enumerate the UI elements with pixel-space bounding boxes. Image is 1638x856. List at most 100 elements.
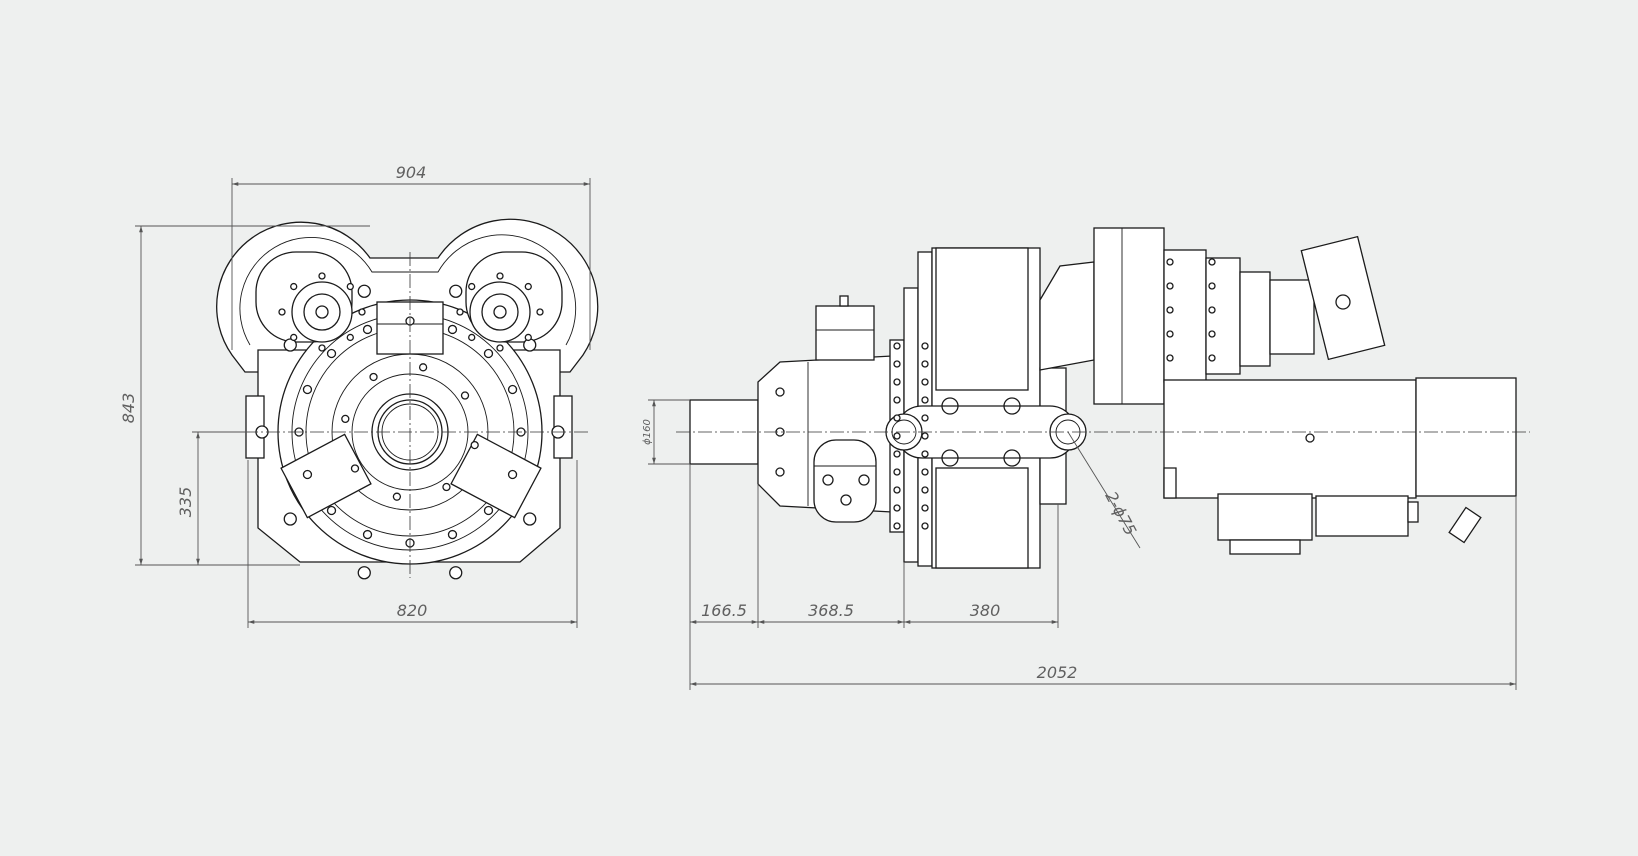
side-bolt — [893, 522, 901, 530]
front-inner-bolt — [350, 464, 360, 473]
side-bolt — [893, 504, 901, 512]
side-main-housing — [1093, 227, 1165, 405]
side-bolt — [893, 432, 901, 440]
front-bolt — [302, 469, 313, 480]
front-motor-bolt — [468, 282, 476, 291]
front-bolt — [483, 348, 494, 359]
front-inner-bolt — [369, 372, 378, 382]
front-motor-bolt — [496, 344, 504, 352]
side-bolt — [1166, 330, 1174, 338]
front-outer-bolt — [449, 566, 463, 580]
front-inner-bolt — [392, 492, 402, 501]
front-motor-bolt — [468, 333, 476, 342]
front-motor-bolt — [456, 308, 464, 316]
side-end-cap — [1415, 377, 1517, 497]
side-top-valve — [815, 305, 875, 361]
front-outer-bolt — [523, 512, 537, 526]
front-bolt — [507, 384, 518, 395]
side-bolt — [1166, 354, 1174, 362]
front-motor-bolt — [290, 333, 298, 342]
side-bolt — [921, 468, 929, 476]
side-tube — [1163, 379, 1417, 499]
front-outer-bolt — [283, 512, 297, 526]
front-bolt — [507, 469, 518, 480]
side-bolt — [921, 360, 929, 368]
side-bolt-pattern — [893, 258, 1216, 530]
front-outer-bolt — [357, 284, 371, 298]
front-motor-bolt — [278, 308, 286, 316]
front-left-motor — [291, 281, 353, 343]
front-right-cylinder — [450, 433, 542, 519]
front-bolt — [447, 324, 458, 335]
side-bolt — [921, 342, 929, 350]
front-outer-bolt — [283, 338, 297, 352]
front-motor-bolt — [346, 333, 354, 342]
front-motor-bolt — [318, 344, 326, 352]
front-outer-bolt — [449, 284, 463, 298]
front-inner-bolt — [460, 391, 470, 400]
side-bolt — [893, 486, 901, 494]
side-bolt — [921, 486, 929, 494]
side-dimensions: ϕ160 2-ϕ75 166.5 368.5 380 2052 — [642, 399, 1517, 690]
dim-side-holes: 2-ϕ75 — [1101, 488, 1140, 538]
side-bolt — [893, 450, 901, 458]
front-inner-bolt — [418, 363, 428, 372]
side-bolt — [893, 378, 901, 386]
side-bolt — [921, 378, 929, 386]
side-bolt — [921, 450, 929, 458]
side-bolt — [1208, 282, 1216, 290]
front-bolt — [326, 348, 337, 359]
front-outer-bolt — [523, 338, 537, 352]
side-bolt — [1208, 330, 1216, 338]
front-bolt — [362, 529, 373, 540]
side-bolt — [921, 396, 929, 404]
front-outer-bolt — [357, 566, 371, 580]
side-bottom-box-2 — [1315, 495, 1409, 537]
dim-side-total: 2052 — [1037, 663, 1078, 682]
dim-side-seg3: 380 — [970, 601, 1001, 620]
dim-front-base-width: 820 — [397, 601, 428, 620]
front-motor-bolt — [346, 282, 354, 291]
side-lower-pump — [813, 439, 877, 523]
front-inner-bolt — [470, 440, 479, 450]
side-output-adapter — [1269, 279, 1315, 355]
side-bolt — [893, 468, 901, 476]
side-bolt — [1166, 282, 1174, 290]
front-bolt — [483, 505, 494, 516]
side-bolt — [921, 432, 929, 440]
dim-side-seg2: 368.5 — [808, 601, 854, 620]
front-inner-bolt — [341, 414, 350, 424]
side-bolt — [921, 504, 929, 512]
side-bolt — [1166, 306, 1174, 314]
front-bolt — [362, 324, 373, 335]
front-bolt — [302, 384, 313, 395]
front-motor-bolt — [318, 272, 326, 280]
side-bolt — [921, 414, 929, 422]
front-dimensions: 904 843 335 820 — [119, 163, 591, 628]
front-motor-bolt — [496, 272, 504, 280]
front-bolt — [447, 529, 458, 540]
front-left-cylinder — [280, 433, 372, 519]
side-bolt — [1208, 258, 1216, 266]
front-motor-bolt — [524, 333, 532, 342]
side-output-motor — [1300, 235, 1386, 361]
dim-front-width: 904 — [396, 163, 427, 182]
side-bolt — [893, 396, 901, 404]
side-bolt — [1208, 306, 1216, 314]
front-motor-bolt — [358, 308, 366, 316]
side-bolt — [921, 522, 929, 530]
front-motor-bolt — [536, 308, 544, 316]
side-upper-motor — [935, 247, 1029, 391]
side-bolt — [893, 414, 901, 422]
dim-side-seg1: 166.5 — [701, 601, 747, 620]
front-motor-bolt — [524, 282, 532, 291]
side-bolt — [1208, 354, 1216, 362]
side-bolt — [893, 342, 901, 350]
dim-front-center-height: 335 — [176, 487, 195, 518]
dim-front-height: 843 — [119, 393, 138, 424]
side-bottom-box-1 — [1217, 493, 1313, 541]
front-right-motor — [469, 281, 531, 343]
front-bolt — [326, 505, 337, 516]
front-bolt-pattern — [255, 272, 565, 580]
side-bolt — [893, 360, 901, 368]
